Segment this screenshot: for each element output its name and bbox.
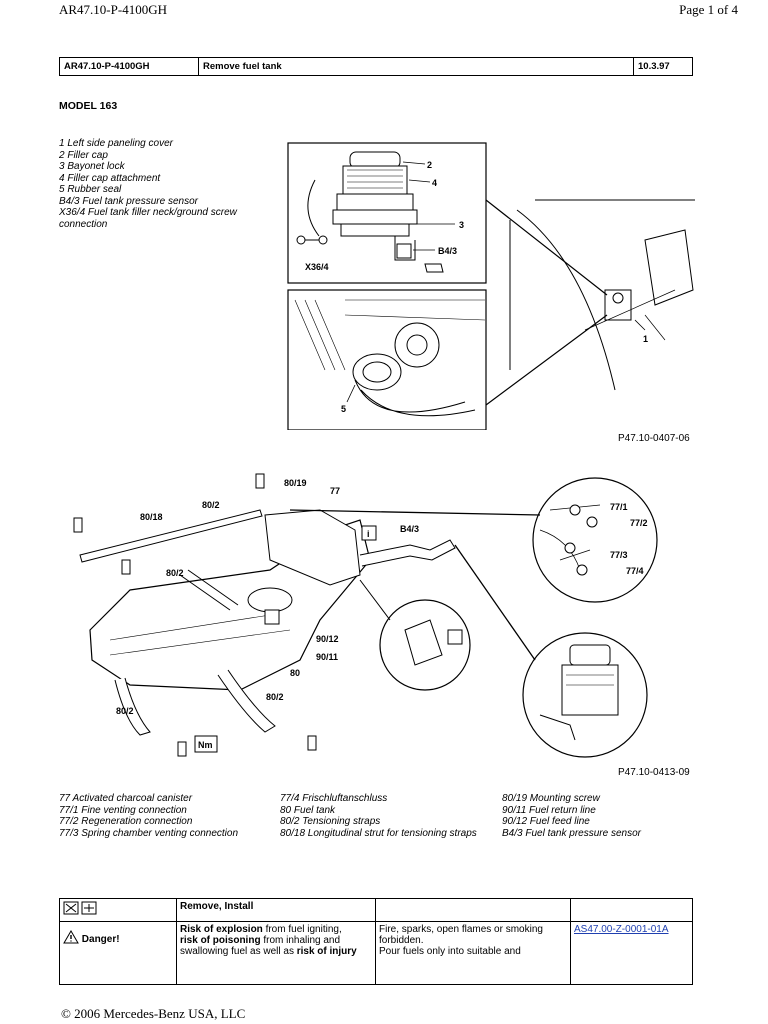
callout-80: 80 [290, 668, 300, 678]
risk-text: from inhaling and swallowing fuel as wel… [180, 935, 341, 957]
callout-b4-3: B4/3 [400, 524, 419, 534]
callout-80-18: 80/18 [140, 512, 163, 522]
info-icon: i [367, 529, 370, 539]
remove-install-icons [59, 898, 177, 922]
legend-item: B4/3 Fuel tank pressure sensor [502, 827, 641, 839]
document-id-header: AR47.10-P-4100GH [59, 2, 167, 17]
model-heading: MODEL 163 [59, 100, 118, 112]
callout-77-3: 77/3 [610, 550, 628, 560]
callout-80-19: 80/19 [284, 478, 307, 488]
legend-item: 77 Activated charcoal canister [59, 793, 193, 804]
warning-triangle-icon [63, 930, 79, 944]
legend-item: 77/1 Fine venting connection [59, 804, 187, 816]
legend-item: 80/2 Tensioning straps [280, 816, 381, 827]
legend-item: 77/2 Regeneration connection [59, 816, 193, 827]
callout-3: 3 [459, 220, 464, 230]
callout-5: 5 [341, 404, 346, 414]
title-text: Remove fuel tank [198, 57, 634, 76]
copyright-footer: © 2006 Mercedes-Benz USA, LLC [61, 1006, 246, 1021]
page-number: Page 1 of 4 [679, 2, 738, 17]
legend-bottom-col3: 80/19 Mounting screw 90/11 Fuel return l… [502, 793, 702, 839]
callout-77-4: 77/4 [626, 566, 644, 576]
callout-77: 77 [330, 486, 340, 496]
legend-item: X36/4 Fuel tank filler neck/ground screw… [59, 207, 237, 230]
empty-cell [375, 898, 571, 922]
callout-90-11: 90/11 [316, 652, 338, 662]
legend-bottom-col1: 77 Activated charcoal canister 77/1 Fine… [59, 793, 274, 839]
legend-item: 3 Bayonet lock [59, 161, 125, 172]
remove-install-label: Remove, Install [176, 898, 376, 922]
callout-1: 1 [643, 334, 648, 344]
callout-80-2-mid: 80/2 [166, 568, 184, 578]
torque-icon: Nm [198, 740, 213, 750]
legend-item: 77/3 Spring chamber venting connection [59, 827, 239, 839]
callout-b4-3: B4/3 [438, 246, 457, 256]
callout-77-1: 77/1 [610, 502, 628, 512]
reference-link[interactable]: AS47.00-Z-0001-01A [574, 924, 669, 935]
callout-77-2: 77/2 [630, 518, 648, 528]
danger-cell: Danger! [59, 921, 177, 985]
procedure-table: Remove, Install Danger! Risk of explosio… [59, 898, 693, 985]
title-table: AR47.10-P-4100GH Remove fuel tank 10.3.9… [59, 57, 693, 76]
fuel-tank-exploded-view: i Nm 80/19 77 80/2 80/18 80/2 B4/3 90/12… [73, 473, 658, 758]
legend-item: 1 Left side paneling cover [59, 138, 173, 149]
callout-x36-4: X36/4 [305, 262, 329, 272]
legend-item: B4/3 Fuel tank pressure sensor [59, 195, 198, 207]
callout-80-2-left: 80/2 [116, 706, 134, 716]
risk-text: from fuel igniting, [262, 924, 342, 935]
legend-bottom-col2: 77/4 Frischluftanschluss 80 Fuel tank 80… [280, 793, 495, 839]
reference-cell: AS47.00-Z-0001-01A [570, 921, 693, 985]
legend-item: 80/19 Mounting screw [502, 793, 600, 804]
legend-item: 5 Rubber seal [59, 184, 122, 195]
callout-90-12: 90/12 [316, 634, 339, 644]
legend-item: 2 Filler cap [59, 149, 108, 161]
risk-injury: risk of injury [296, 946, 357, 957]
precaution-text: Fire, sparks, open flames or smoking for… [375, 921, 571, 985]
callout-80-2-right: 80/2 [266, 692, 284, 702]
remove-install-icon [63, 901, 97, 915]
callout-4: 4 [432, 178, 437, 188]
danger-label: Danger! [81, 934, 120, 945]
legend-item: 90/12 Fuel feed line [502, 816, 590, 827]
callout-80-2-top: 80/2 [202, 500, 220, 510]
title-date: 10.3.97 [633, 57, 693, 76]
fuel-filler-neck-illustration: 2 4 3 B4/3 X36/4 5 1 [287, 142, 695, 430]
risk-explosion: Risk of explosion [180, 924, 263, 935]
figure1-id: P47.10-0407-06 [618, 433, 690, 444]
legend-top: 1 Left side paneling cover 2 Filler cap … [59, 138, 284, 230]
legend-item: 80/18 Longitudinal strut for tensioning … [280, 827, 477, 839]
risk-description: Risk of explosion from fuel igniting, ri… [176, 921, 376, 985]
legend-item: 80 Fuel tank [280, 804, 336, 816]
legend-item: 90/11 Fuel return line [502, 804, 596, 816]
callout-2: 2 [427, 160, 432, 170]
legend-item: 77/4 Frischluftanschluss [280, 793, 388, 804]
empty-cell [570, 898, 693, 922]
legend-item: 4 Filler cap attachment [59, 172, 161, 184]
title-code: AR47.10-P-4100GH [59, 57, 199, 76]
risk-poisoning: risk of poisoning [180, 935, 261, 946]
figure2-id: P47.10-0413-09 [618, 767, 690, 778]
